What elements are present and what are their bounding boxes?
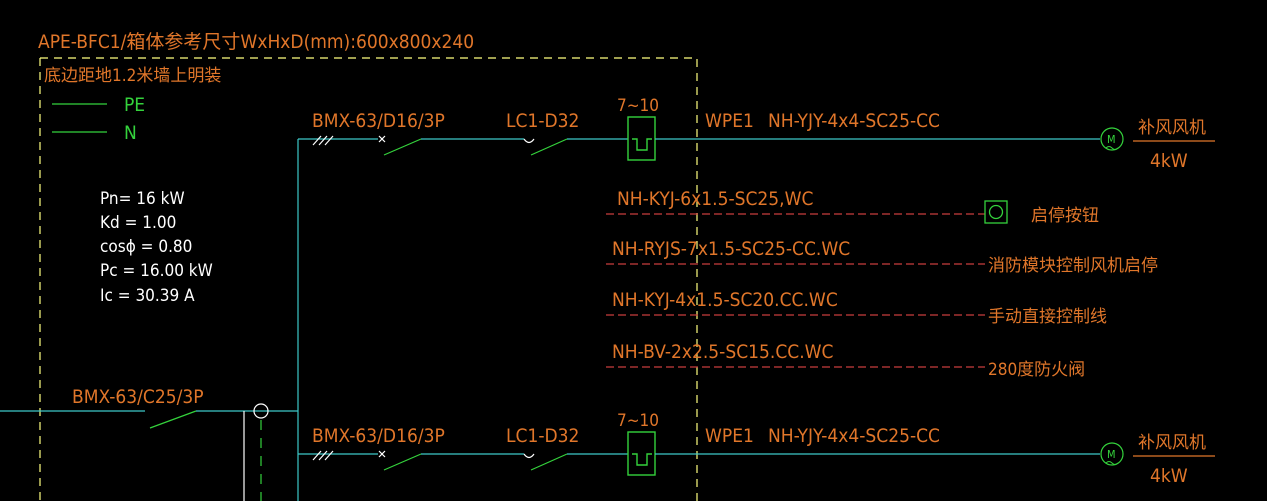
circuit-2-contactor-label: LC1-D32 [506,425,579,447]
circuit-1-phase-tick [312,135,322,146]
circuit-1-load-power: 4kW [1150,150,1188,172]
circuit-2-breaker-blade [383,453,422,471]
push-button-icon [984,200,1008,224]
circuit-2-cable: NH-YJY-4x4-SC25-CC [768,425,940,447]
main-breaker-blade [149,410,197,429]
circuit-2-thermal-element [632,453,652,466]
circuit-1-relay-range: 7~10 [617,96,659,116]
circuit-2-relay-range: 7~10 [617,411,659,431]
circuit-1: M BMX-63/D16/3P LC1-D32 7~10 WPE1 NH-YJY… [298,96,1215,172]
circuit-2-contactor-hook [523,453,535,459]
control-lines: NH-KYJ-6x1.5-SC25,WC NH-RYJS-7x1.5-SC25-… [606,188,1158,380]
circuit-1-phase-tick [324,135,334,146]
circuit-2-motor-tilde [1105,461,1119,465]
calc-pn: Pn= 16 kW [100,189,185,209]
circuit-1-contactor-hook [523,138,535,144]
control-line-3-cable: NH-KYJ-4x1.5-SC20.CC.WC [612,289,838,311]
circuit-1-motor-icon [1100,127,1124,151]
legend-pe-label: PE [124,94,145,116]
panel-boundary [39,57,698,501]
control-line-1-target: 启停按钮 [1031,206,1099,226]
circuit-1-motor-letter: M [1107,133,1116,146]
push-button-knob [988,204,1004,220]
panel-title: APE-BFC1/箱体参考尺寸WxHxD(mm):600x800x240 [38,31,474,53]
circuit-1-cable: NH-YJY-4x4-SC25-CC [768,110,940,132]
circuit-2-phase-tick [324,450,334,461]
ct-symbol [253,403,269,419]
circuit-1-phase-tick [318,135,328,146]
control-line-4-cable: NH-BV-2x2.5-SC15.CC.WC [612,341,834,363]
circuit-1-id: WPE1 [705,110,754,132]
circuit-1-load-name: 补风风机 [1138,118,1206,138]
panel-mount-note: 底边距地1.2米墙上明装 [44,66,221,86]
circuit-1-breaker-cross [378,135,386,143]
control-line-2-target: 消防模块控制风机启停 [988,256,1158,276]
circuit-2-load-name: 补风风机 [1138,433,1206,453]
calc-cos: cosϕ = 0.80 [100,237,192,257]
circuit-2: M BMX-63/D16/3P LC1-D32 7~10 WPE1 NH-YJY… [298,411,1215,487]
circuit-2-breaker-cross [378,450,386,458]
circuit-2-motor-letter: M [1107,448,1116,461]
circuit-1-thermal-element [632,138,652,151]
legend-n-label: N [124,122,137,144]
calc-kd: Kd = 1.00 [100,213,176,233]
control-line-4-target: 280度防火阀 [988,360,1085,380]
circuit-1-motor-tilde [1105,146,1119,150]
circuit-1-contactor-blade [530,138,568,156]
circuit-2-id: WPE1 [705,425,754,447]
circuit-2-breaker-label: BMX-63/D16/3P [312,425,445,447]
calc-ic: Ic = 30.39 A [100,286,195,306]
calc-pc: Pc = 16.00 kW [100,261,213,281]
circuit-2-phase-tick [312,450,322,461]
main-breaker-label: BMX-63/C25/3P [72,386,204,408]
circuit-2-load-power: 4kW [1150,465,1188,487]
control-line-1-cable: NH-KYJ-6x1.5-SC25,WC [617,188,814,210]
circuit-2-motor-icon [1100,442,1124,466]
control-line-3-target: 手动直接控制线 [988,307,1107,327]
circuit-2-contactor-blade [530,453,568,471]
circuit-1-breaker-blade [383,138,422,156]
circuit-1-breaker-label: BMX-63/D16/3P [312,110,445,132]
control-line-2-cable: NH-RYJS-7x1.5-SC25-CC.WC [612,238,850,260]
circuit-1-contactor-label: LC1-D32 [506,110,579,132]
circuit-2-phase-tick [318,450,328,461]
